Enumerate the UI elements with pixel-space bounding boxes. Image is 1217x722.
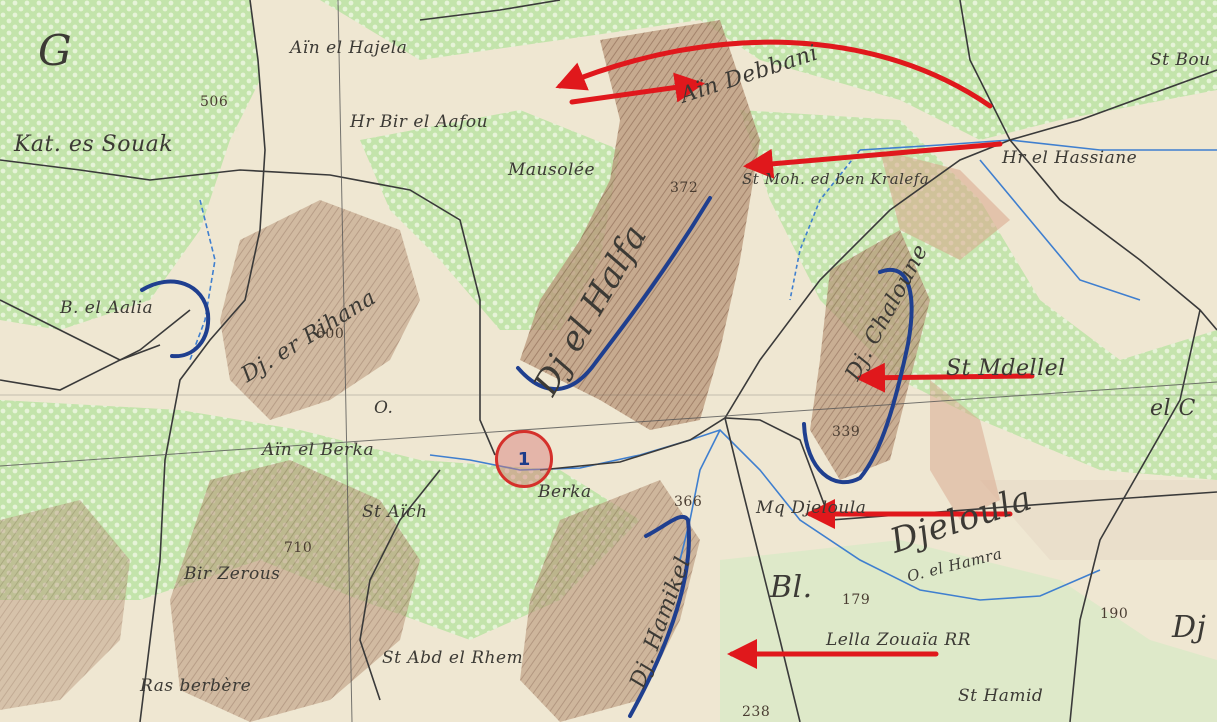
label-bir-zerous: Bir Zerous (184, 564, 281, 584)
sheet-letter: G (38, 26, 73, 75)
elevation-339: 339 (832, 424, 861, 440)
hill-shading (0, 20, 1010, 722)
elevation-710: 710 (284, 540, 313, 556)
blue-line-chaloune (802, 267, 914, 485)
elevation-179: 179 (842, 592, 871, 608)
arrow-from-mdellel (855, 362, 1035, 393)
label-sidi-abd-el-rhem: St Abd el Rhem (382, 648, 524, 668)
label-hr-bir-el-aafou: Hr Bir el Aafou (350, 112, 489, 132)
label-ain-el-hajela: Aïn el Hajela (290, 38, 408, 58)
arrow-curve-north (555, 39, 993, 109)
label-hr-el-hassiane: Hr el Hassiane (1002, 148, 1138, 168)
label-b-el-aalia: B. el Aalia (60, 298, 154, 318)
blue-arc-aalia (140, 279, 211, 359)
elevation-190: 190 (1100, 606, 1129, 622)
label-ras-berbere: Ras berbère (140, 676, 252, 696)
elevation-600: 600 (316, 326, 345, 342)
label-berka: Berka (538, 482, 592, 502)
label-si-moh-ben-kralefa: St Moh. ed ben Kralefa (742, 170, 930, 188)
elevation-366: 366 (674, 494, 703, 510)
battle-marker-number: 1 (517, 448, 531, 470)
arrow-to-halfa-north (569, 72, 705, 105)
label-el-c: el C (1150, 396, 1196, 421)
blue-line-hamikel (628, 514, 691, 718)
label-mausolee: Mausolée (508, 160, 596, 180)
red-arrows (555, 39, 1035, 669)
label-dj-right: Dj (1172, 610, 1207, 645)
blue-positions (140, 196, 914, 718)
label-lella-zouaia: Lella Zouaïa RR (826, 630, 971, 650)
label-ain-el-berka: Aïn el Berka (262, 440, 375, 460)
label-bl: Bl. (770, 570, 813, 605)
label-djeloula-mosque: Mq Djeloula (756, 498, 867, 518)
label-sidi-bou: St Bou (1150, 50, 1211, 70)
label-kat-es-souak: Kat. es Souak (14, 132, 174, 157)
battle-marker[interactable]: 1 (495, 430, 553, 488)
label-o: O. (374, 398, 394, 418)
label-sidi-mdellel: St Mdellel (946, 356, 1066, 381)
label-sidi-aich: St Aïch (362, 502, 428, 522)
blue-line-halfa (516, 196, 712, 392)
elevation-238: 238 (742, 704, 771, 720)
label-sidi-hamid: St Hamid (958, 686, 1044, 706)
elevation-506: 506 (200, 94, 229, 110)
arrow-from-hassiane (743, 141, 1003, 179)
elevation-372: 372 (670, 180, 699, 196)
